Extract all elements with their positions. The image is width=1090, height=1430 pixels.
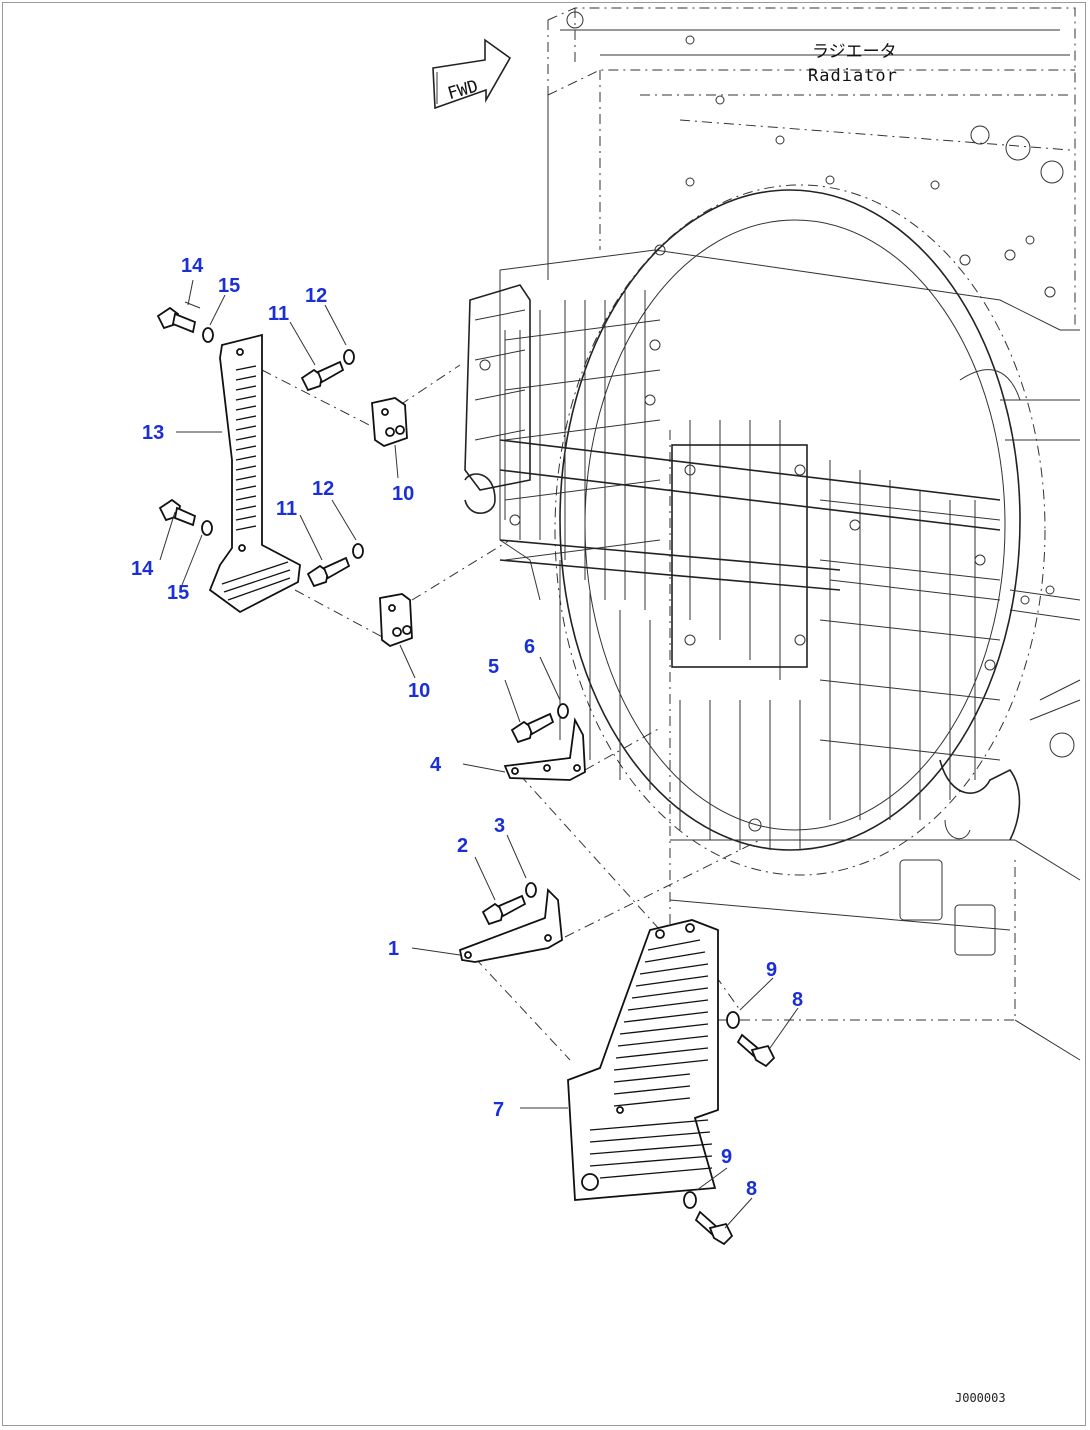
part-10-bracket-lower <box>379 593 413 648</box>
callout-11-lower: 11 <box>276 498 297 520</box>
part-5-bolt <box>510 712 555 744</box>
callout-15-lower: 15 <box>167 582 189 604</box>
radiator-label-en: Radiator <box>808 66 898 86</box>
part-4-bracket <box>503 717 586 781</box>
forward-direction-arrow: FWD <box>432 38 512 110</box>
part-13-step-bracket <box>208 333 301 614</box>
callout-14-upper: 14 <box>181 255 204 277</box>
callout-13: 13 <box>142 422 164 444</box>
part-15-washer-lower <box>201 520 213 536</box>
part-2-bolt <box>481 894 527 926</box>
callout-leaders <box>159 279 799 1229</box>
callout-5: 5 <box>488 656 499 678</box>
callout-10-upper: 10 <box>392 483 414 505</box>
callout-12-lower: 12 <box>312 478 334 500</box>
assembly-lines <box>184 301 761 1176</box>
part-14-bolt-upper <box>156 306 197 334</box>
callout-9-lower: 9 <box>721 1146 732 1168</box>
radiator-assembly <box>464 7 1081 1061</box>
part-7-step-plate <box>567 919 719 1201</box>
callout-2: 2 <box>457 835 468 857</box>
part-14-bolt-lower <box>158 498 197 527</box>
part-11-bolt-upper <box>300 360 345 392</box>
callout-3: 3 <box>494 815 505 837</box>
callout-11-upper: 11 <box>268 303 289 325</box>
callout-10-lower: 10 <box>408 680 430 702</box>
radiator-label-jp: ラジエータ <box>812 42 897 62</box>
callout-14-lower: 14 <box>131 558 154 580</box>
part-1-bracket <box>458 888 563 963</box>
callout-15-upper: 15 <box>218 275 240 297</box>
callout-8-upper: 8 <box>792 989 803 1011</box>
callout-1: 1 <box>388 938 399 960</box>
part-8-bolt-upper <box>736 1033 776 1068</box>
part-6-washer <box>557 703 569 719</box>
part-10-bracket-upper <box>371 397 408 447</box>
callout-4: 4 <box>430 754 442 776</box>
part-8-bolt-lower <box>694 1210 734 1246</box>
part-15-washer-upper <box>202 327 214 343</box>
part-9-washer-lower <box>683 1191 697 1209</box>
drawing-code: J000003 <box>955 1391 1006 1405</box>
callout-12-upper: 12 <box>305 285 327 307</box>
part-12-washer-upper <box>343 349 355 365</box>
part-12-washer-lower <box>352 543 364 559</box>
callout-numbers: 14 15 11 12 13 10 12 11 14 15 10 6 5 4 3… <box>131 255 803 1200</box>
callout-8-lower: 8 <box>746 1178 757 1200</box>
part-3-washer <box>525 882 537 898</box>
callout-9-upper: 9 <box>766 959 777 981</box>
callout-7: 7 <box>493 1099 504 1121</box>
fwd-label: FWD <box>445 77 480 105</box>
part-9-washer-upper <box>726 1011 740 1029</box>
part-11-bolt-lower <box>306 556 351 588</box>
callout-6: 6 <box>524 636 535 658</box>
